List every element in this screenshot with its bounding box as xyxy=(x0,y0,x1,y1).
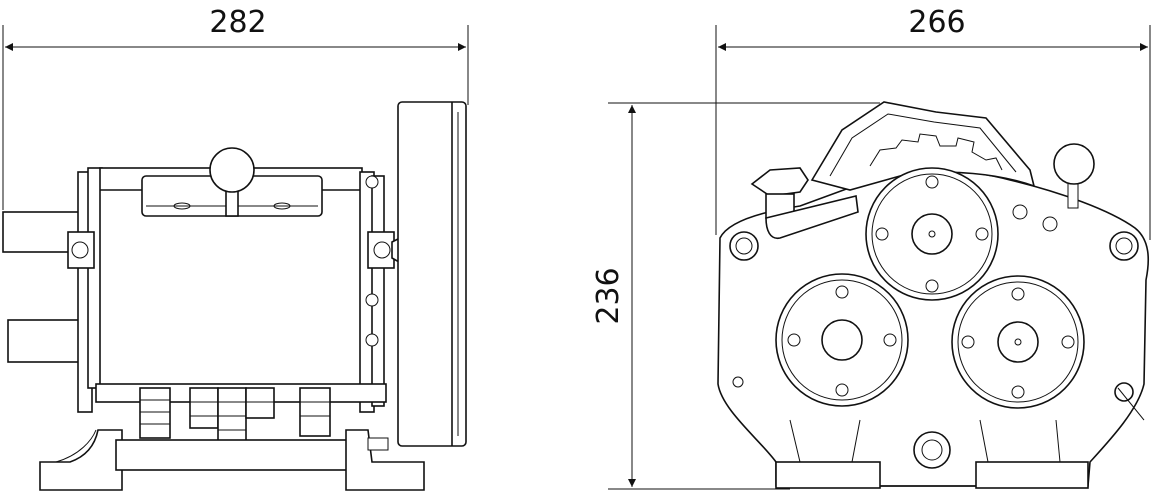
dimension-front-width: 266 xyxy=(715,5,1151,240)
front-base-right xyxy=(975,461,1089,489)
end-cover xyxy=(397,101,467,447)
base-left xyxy=(39,429,123,491)
dimension-side-width: 282 xyxy=(2,5,469,210)
dimension-front-height: 236 xyxy=(591,102,880,490)
roller-left xyxy=(775,273,909,407)
dimension-label-266: 266 xyxy=(908,5,965,40)
dimension-label-236: 236 xyxy=(591,267,626,324)
adjustment-knob xyxy=(209,147,255,193)
front-view xyxy=(717,101,1150,489)
front-base-left xyxy=(775,461,881,489)
lower-shaft xyxy=(7,319,87,363)
front-knob xyxy=(1053,143,1095,185)
roller-right xyxy=(951,275,1085,409)
oil-cup xyxy=(750,167,809,197)
base-right xyxy=(345,429,425,491)
dimension-label-282: 282 xyxy=(209,5,266,40)
side-view xyxy=(2,101,467,491)
roller-top xyxy=(865,167,999,301)
